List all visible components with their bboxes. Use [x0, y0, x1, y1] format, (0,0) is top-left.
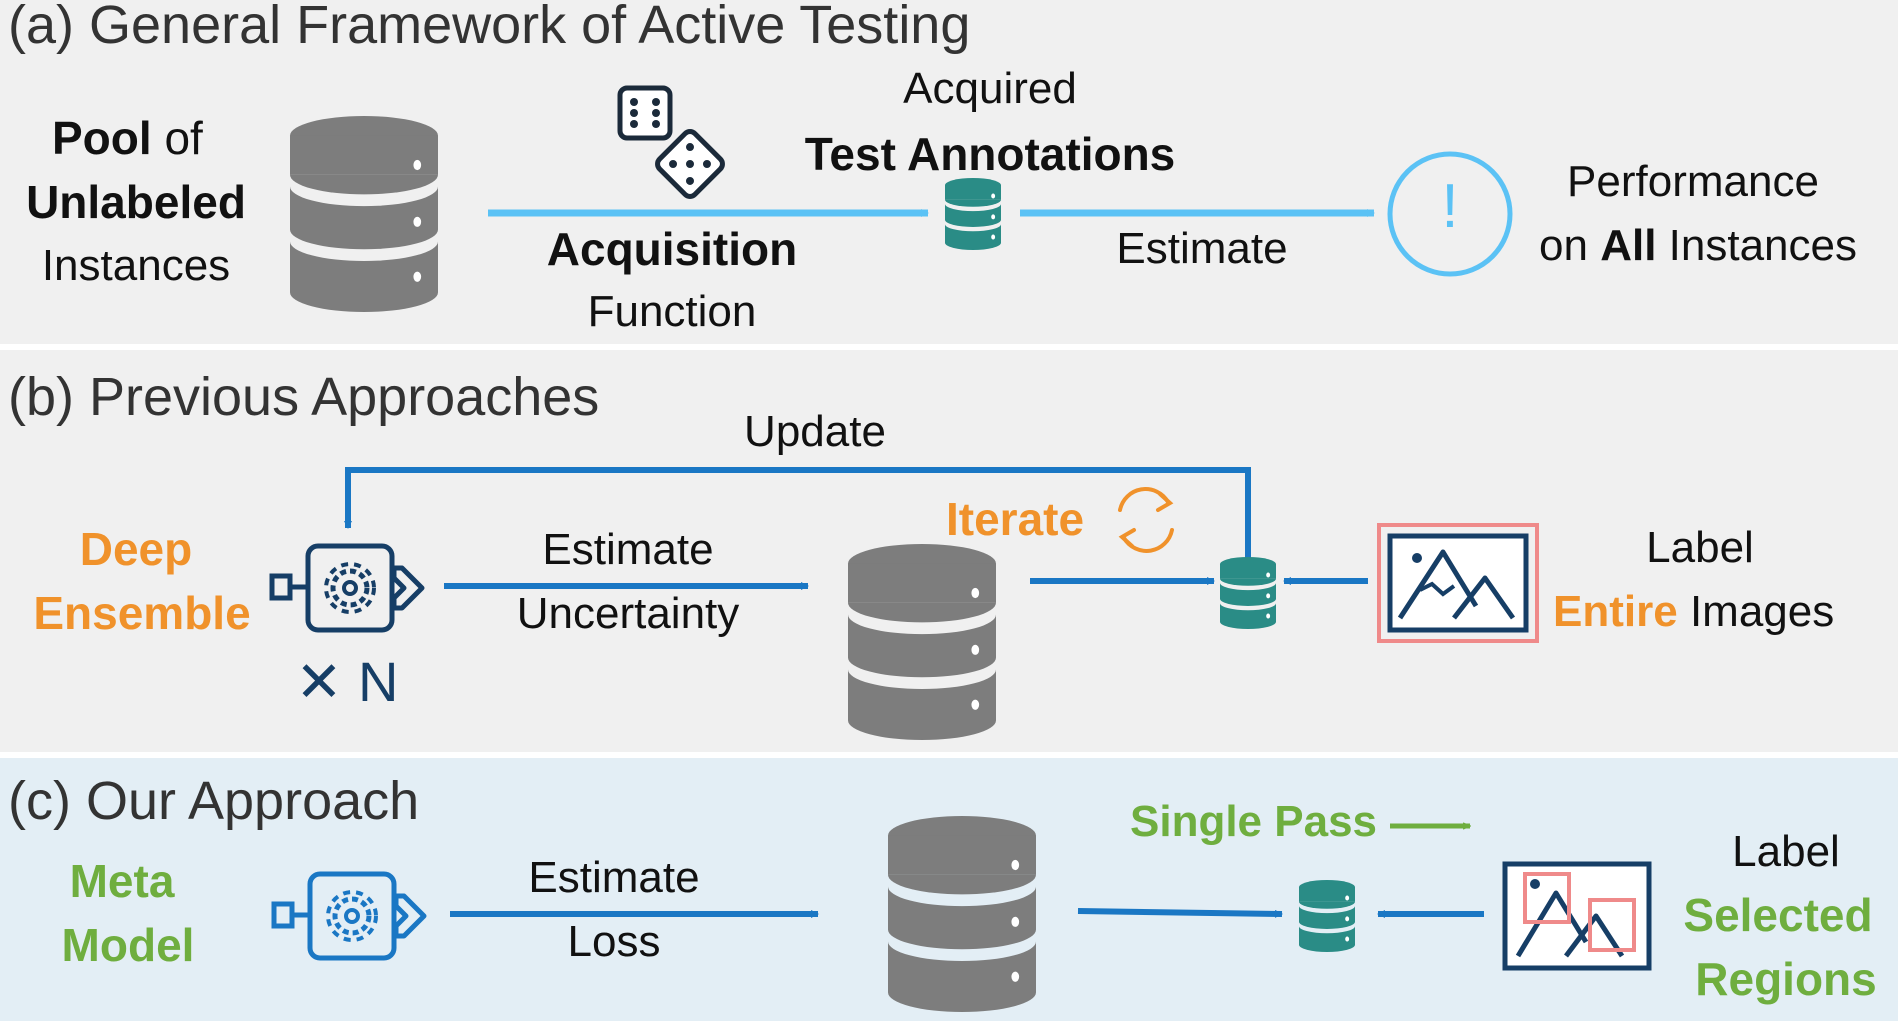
regions-label: Regions: [1695, 953, 1877, 1005]
alert-circle-icon: [1387, 151, 1513, 277]
all-word: All: [1600, 221, 1657, 270]
update-feedback-arrow: [344, 467, 1251, 560]
iterate-label: Iterate: [946, 493, 1085, 545]
labeled-database-icon-c: [1299, 880, 1355, 952]
estimate-label-b: Estimate: [542, 525, 714, 574]
instances-label: Instances: [41, 241, 231, 290]
panel-b-title: (b) Previous Approaches: [8, 367, 600, 427]
unlabeled-label: Unlabeled: [26, 176, 246, 228]
ensemble-label: Ensemble: [33, 587, 251, 639]
image-icon: [1377, 523, 1539, 643]
performance-label: Performance: [1567, 157, 1819, 206]
labeled-database-icon-b: [1220, 557, 1276, 629]
all-instances-label: on All Instances: [1539, 224, 1857, 268]
selected-label: Selected: [1683, 889, 1873, 941]
panel-c-title: (c) Our Approach: [8, 771, 420, 831]
model-label: Model: [61, 919, 195, 971]
instances-word: Instances: [1668, 221, 1857, 270]
label-word-b: Label: [1646, 523, 1754, 572]
dice-icon: [617, 85, 725, 199]
single-pass-label: Single Pass: [1130, 797, 1378, 846]
of-word: of: [164, 112, 203, 164]
entire-word: Entire: [1553, 587, 1678, 636]
entire-images-label: Entire Images: [1553, 590, 1834, 634]
function-label: Function: [587, 287, 757, 336]
update-label: Update: [744, 407, 886, 456]
pool-database-icon-b: [848, 544, 996, 740]
pool-database-icon: [290, 116, 438, 312]
image-regions-icon: [1502, 861, 1652, 971]
meta-model-icon: [274, 874, 424, 958]
times-n-label: ✕ N: [295, 650, 399, 713]
refresh-icon: [1118, 487, 1174, 553]
test-annotations-label: Test Annotations: [804, 128, 1176, 180]
acquired-label: Acquired: [903, 64, 1077, 113]
deep-ensemble-model-icon: [272, 546, 422, 630]
images-word: Images: [1689, 587, 1835, 636]
panel-a-title: (a) General Framework of Active Testing: [8, 0, 971, 55]
estimate-label-a: Estimate: [1116, 224, 1288, 273]
estimate-label-c: Estimate: [528, 853, 700, 902]
loss-label: Loss: [567, 917, 661, 966]
uncertainty-label: Uncertainty: [516, 589, 740, 638]
label-word-c: Label: [1732, 827, 1840, 876]
alert-exclamation: !: [1441, 172, 1459, 241]
pool-word: Pool: [52, 112, 152, 164]
arrow-pool-to-labeled-c: [1077, 908, 1283, 918]
pool-database-icon-c: [888, 816, 1036, 1012]
pool-label-line1: Pool of: [52, 115, 203, 161]
on-word: on: [1539, 221, 1588, 270]
annotations-database-icon: [945, 178, 1001, 250]
meta-label: Meta: [69, 855, 175, 907]
acquisition-label: Acquisition: [546, 223, 798, 275]
deep-label: Deep: [79, 523, 193, 575]
